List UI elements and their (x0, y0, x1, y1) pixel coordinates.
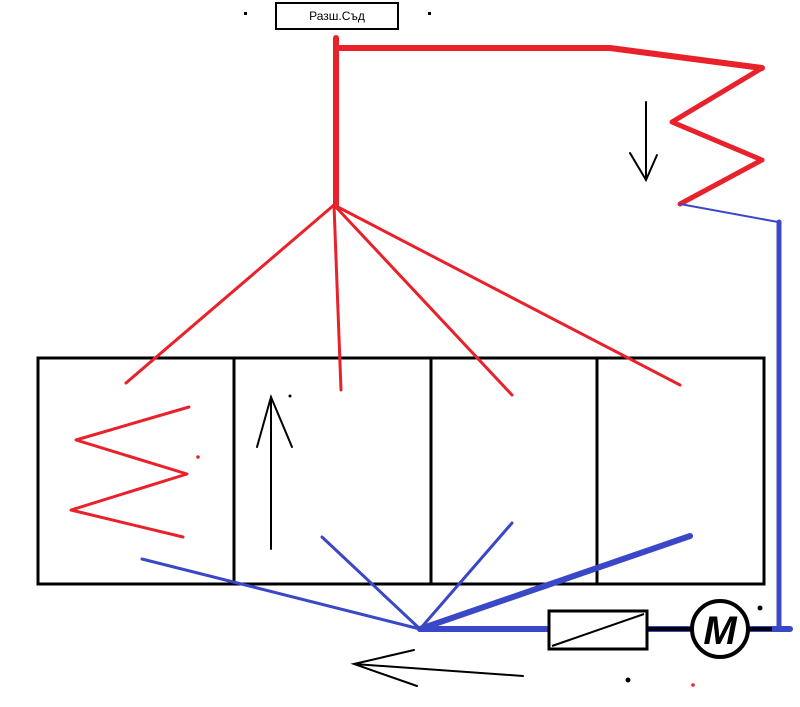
heater-coil (69, 405, 191, 539)
stray-dot (428, 12, 431, 15)
expansion-tank-label: Разш.Съд (275, 2, 399, 30)
pump-motor-icon: M (647, 599, 772, 659)
return-branch-2 (320, 535, 422, 631)
motor-symbol: M (703, 609, 738, 653)
supply-lines (69, 35, 765, 539)
arrow-down-icon (629, 101, 658, 183)
supply-branch-1 (124, 203, 336, 385)
return-lines (140, 203, 793, 632)
return-branch-4 (417, 533, 693, 632)
supply-top-run (333, 45, 765, 71)
supply-branch-3 (332, 203, 514, 397)
stray-dot-red (691, 683, 695, 687)
stray-dot (244, 12, 247, 15)
radiator-outline (36, 356, 766, 586)
collector-coil (669, 65, 765, 207)
stray-dot (288, 394, 292, 398)
collector-return-thin (679, 203, 779, 223)
valve-component (547, 609, 649, 651)
supply-branch-4 (332, 203, 682, 387)
stray-dot-red (196, 455, 200, 459)
return-branch-1 (140, 557, 422, 631)
stray-dot (625, 677, 631, 683)
motor-circle (690, 599, 750, 659)
flow-arrows (256, 101, 658, 687)
return-branch-3 (418, 521, 514, 631)
supply-branch-2 (332, 203, 343, 392)
stray-dot (757, 605, 763, 611)
arrow-left-icon (350, 649, 524, 687)
arrow-up-icon (256, 393, 293, 550)
radiator-block (36, 356, 766, 586)
